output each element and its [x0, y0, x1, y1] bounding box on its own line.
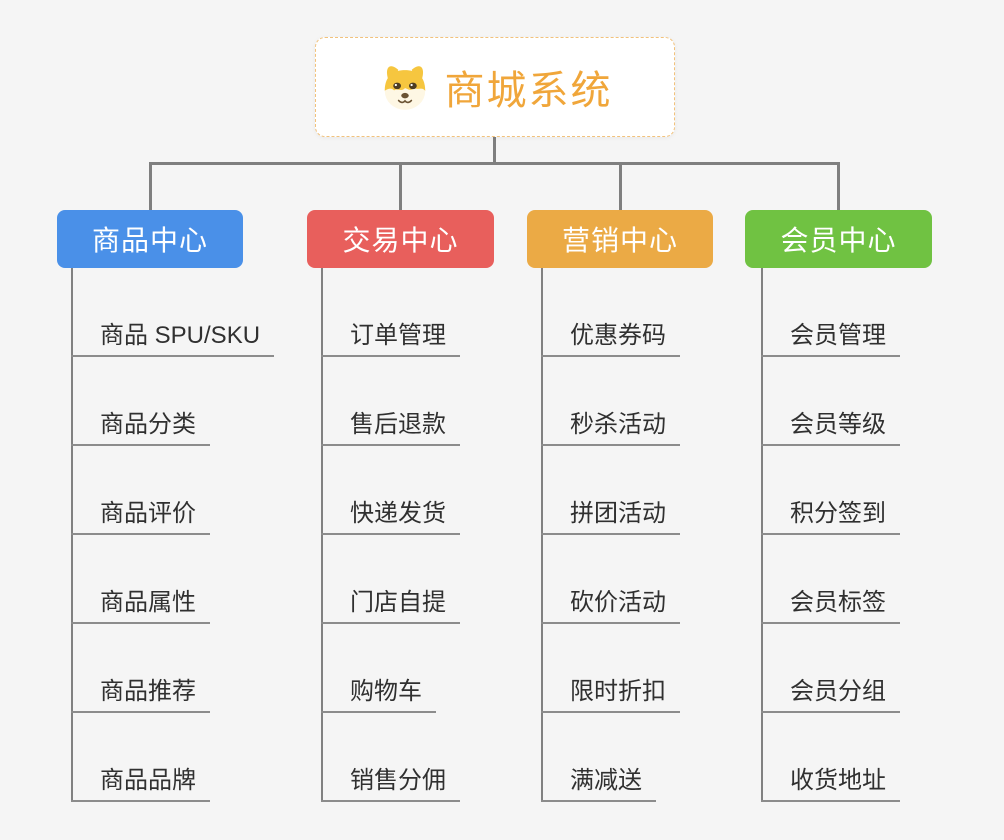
- leaf-node[interactable]: 积分签到: [761, 495, 900, 535]
- leaf-node[interactable]: 商品属性: [71, 584, 210, 624]
- leaf-node[interactable]: 快递发货: [321, 495, 460, 535]
- connector-horizontal: [149, 162, 840, 165]
- connector-drop-4: [837, 162, 840, 210]
- leaf-node[interactable]: 会员管理: [761, 317, 900, 357]
- leaf-node[interactable]: 购物车: [321, 673, 436, 713]
- branch-product-center[interactable]: 商品中心: [57, 210, 243, 268]
- connector-root-stem: [493, 137, 496, 165]
- root-title: 商城系统: [444, 69, 613, 113]
- leaf-node[interactable]: 满减送: [541, 762, 656, 802]
- branch-marketing-center[interactable]: 营销中心: [527, 210, 713, 268]
- leaf-node[interactable]: 秒杀活动: [541, 406, 680, 446]
- leaf-node[interactable]: 商品推荐: [71, 673, 210, 713]
- leaf-node[interactable]: 订单管理: [321, 317, 460, 357]
- branch-member-children: 会员管理 会员等级 积分签到 会员标签 会员分组 收货地址: [761, 268, 900, 802]
- leaf-node[interactable]: 会员标签: [761, 584, 900, 624]
- leaf-node[interactable]: 商品评价: [71, 495, 210, 535]
- leaf-node[interactable]: 限时折扣: [541, 673, 680, 713]
- branch-product-children: 商品 SPU/SKU 商品分类 商品评价 商品属性 商品推荐 商品品牌: [71, 268, 275, 802]
- connector-drop-3: [619, 162, 622, 210]
- branch-member-center[interactable]: 会员中心: [745, 210, 932, 268]
- leaf-node[interactable]: 商品品牌: [71, 762, 210, 802]
- leaf-node[interactable]: 售后退款: [321, 406, 460, 446]
- dog-face-icon: [378, 60, 432, 114]
- leaf-node[interactable]: 销售分佣: [321, 762, 460, 802]
- leaf-node[interactable]: 商品 SPU/SKU: [71, 317, 275, 357]
- leaf-node[interactable]: 会员等级: [761, 406, 900, 446]
- leaf-node[interactable]: 砍价活动: [541, 584, 680, 624]
- connector-drop-1: [149, 162, 152, 210]
- leaf-node[interactable]: 收货地址: [761, 762, 900, 802]
- root-node[interactable]: 商城系统: [315, 37, 675, 137]
- connector-drop-2: [399, 162, 402, 210]
- leaf-node[interactable]: 拼团活动: [541, 495, 680, 535]
- leaf-node[interactable]: 会员分组: [761, 673, 900, 713]
- branch-trade-children: 订单管理 售后退款 快递发货 门店自提 购物车 销售分佣: [321, 268, 460, 802]
- leaf-node[interactable]: 门店自提: [321, 584, 460, 624]
- branch-trade-center[interactable]: 交易中心: [307, 210, 494, 268]
- leaf-node[interactable]: 优惠券码: [541, 317, 680, 357]
- leaf-node[interactable]: 商品分类: [71, 406, 210, 446]
- branch-marketing-children: 优惠券码 秒杀活动 拼团活动 砍价活动 限时折扣 满减送: [541, 268, 680, 802]
